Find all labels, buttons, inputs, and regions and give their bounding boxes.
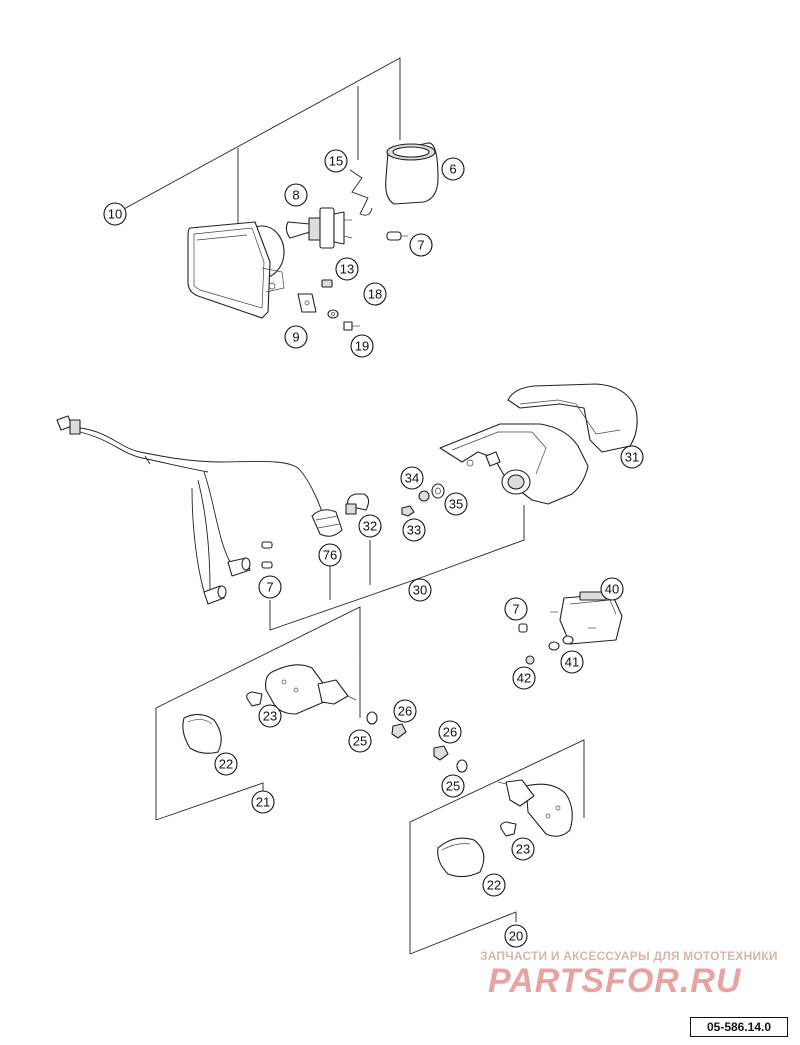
callout-22-right: 22 [482, 873, 506, 897]
bracket [297, 293, 317, 313]
headlight-housing [187, 221, 285, 319]
callout-19: 19 [350, 334, 374, 358]
svg-text:23: 23 [263, 709, 277, 724]
wiring-harness [56, 415, 343, 605]
nut-33 [401, 505, 415, 517]
svg-text:41: 41 [565, 655, 579, 670]
parking-bulb [386, 231, 408, 241]
indicator-lens-right [437, 837, 485, 878]
svg-text:10: 10 [108, 207, 122, 222]
callout-7-license: 7 [504, 597, 528, 621]
callout-22-left: 22 [214, 752, 238, 776]
callout-32: 32 [358, 514, 382, 538]
callout-8: 8 [284, 183, 308, 207]
callout-21: 21 [251, 790, 275, 814]
indicator-housing-left [265, 664, 357, 715]
svg-text:25: 25 [353, 734, 367, 749]
washer-25-left [366, 711, 378, 725]
washer-25-right [456, 759, 468, 773]
svg-text:13: 13 [340, 262, 354, 277]
svg-text:6: 6 [449, 162, 456, 177]
indicator-bulb-left [246, 691, 263, 707]
callout-76: 76 [318, 543, 342, 567]
svg-text:7: 7 [266, 580, 273, 595]
washer-18 [327, 309, 339, 319]
callout-9: 9 [284, 325, 308, 349]
callout-6: 6 [441, 157, 465, 181]
watermark-brand: PARTSFOR.RU [488, 962, 742, 1000]
callout-42: 42 [512, 666, 536, 690]
taillight-housing [439, 423, 589, 505]
screw-13 [321, 279, 333, 288]
group-21-frame [155, 606, 361, 821]
svg-text:25: 25 [446, 779, 460, 794]
screw-19 [343, 321, 360, 331]
rubber-cap [385, 142, 439, 205]
nut-34 [418, 490, 430, 502]
nut-26-right [433, 745, 449, 761]
callout-18: 18 [363, 282, 387, 306]
callout-33: 33 [402, 518, 426, 542]
watermark-tagline: ЗАПЧАСТИ И АКСЕССУАРЫ ДЛЯ МОТОТЕХНИКИ [480, 949, 778, 963]
svg-text:32: 32 [363, 519, 377, 534]
document-id-label: 05-586.14.0 [690, 1017, 788, 1037]
svg-text:35: 35 [449, 497, 463, 512]
svg-text:18: 18 [368, 287, 382, 302]
svg-text:26: 26 [398, 704, 412, 719]
svg-text:20: 20 [509, 929, 523, 944]
svg-text:21: 21 [256, 795, 270, 810]
callout-7-harness: 7 [258, 575, 282, 599]
svg-text:76: 76 [323, 548, 337, 563]
svg-text:22: 22 [219, 757, 233, 772]
washers-41 [548, 635, 574, 651]
svg-text:8: 8 [292, 188, 299, 203]
svg-text:34: 34 [405, 471, 419, 486]
callout-23-right: 23 [511, 837, 535, 861]
callout-26-right: 26 [438, 720, 462, 744]
callout-35: 35 [444, 492, 468, 516]
washer-35 [431, 483, 445, 499]
nut-42 [525, 655, 535, 665]
svg-text:19: 19 [355, 339, 369, 354]
svg-text:42: 42 [517, 671, 531, 686]
callout-26-left: 26 [393, 699, 417, 723]
svg-text:22: 22 [487, 878, 501, 893]
callout-30: 30 [408, 578, 432, 602]
headlight-bulb [285, 207, 353, 249]
indicator-housing-right [497, 779, 573, 837]
svg-text:15: 15 [329, 154, 343, 169]
bulbs-7-harness [261, 541, 273, 569]
svg-text:23: 23 [516, 842, 530, 857]
group-30-leader [269, 505, 525, 631]
callout-10: 10 [103, 202, 127, 226]
callout-15: 15 [324, 149, 348, 173]
callout-31: 31 [620, 445, 644, 469]
spring-clip [349, 169, 373, 216]
callout-40: 40 [600, 577, 624, 601]
svg-text:30: 30 [413, 583, 427, 598]
group-20-frame [409, 739, 585, 955]
callout-20: 20 [504, 924, 528, 948]
callout-25-right: 25 [441, 774, 465, 798]
callout-25-left: 25 [348, 729, 372, 753]
indicator-bulb-right [500, 821, 517, 837]
callout-13: 13 [335, 257, 359, 281]
svg-text:7: 7 [512, 602, 519, 617]
headlight-leader-lines [121, 57, 401, 225]
svg-text:7: 7 [417, 238, 424, 253]
bulb-7-license [518, 623, 528, 633]
svg-text:26: 26 [443, 725, 457, 740]
nut-26-left [391, 723, 407, 739]
svg-text:9: 9 [292, 330, 299, 345]
callout-7-headlight: 7 [409, 233, 433, 257]
svg-text:33: 33 [407, 523, 421, 538]
callout-34: 34 [400, 466, 424, 490]
indicator-lens-left [182, 713, 222, 754]
svg-text:31: 31 [625, 450, 639, 465]
svg-text:40: 40 [605, 582, 619, 597]
callout-41: 41 [560, 650, 584, 674]
tail-bulb [345, 493, 370, 515]
callout-23-left: 23 [258, 704, 282, 728]
